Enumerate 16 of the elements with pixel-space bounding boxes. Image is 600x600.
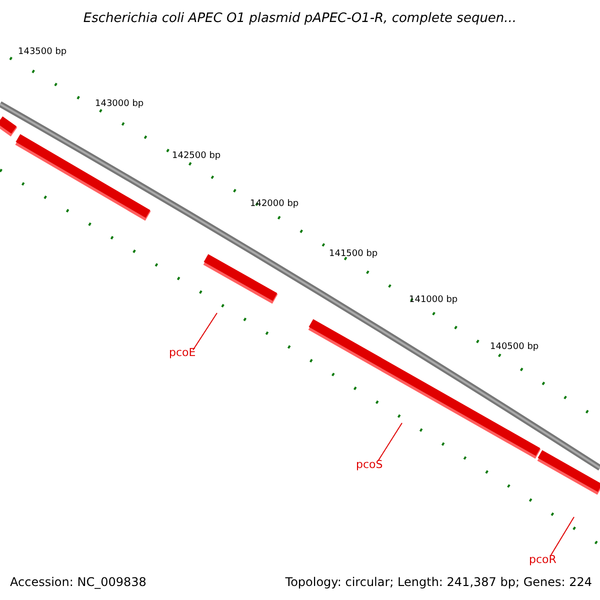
bp-tick-label: 141000 bp [409,296,458,305]
leader-line [378,422,402,462]
gene-label: pcoE [169,347,196,358]
gene-label: pcoS [356,459,383,470]
bp-tick-label: 143500 bp [18,48,67,57]
map-title: Escherichia coli APEC O1 plasmid pAPEC-O1-R, complete sequen... [82,12,518,25]
leader-line [550,516,574,556]
bp-tick-label: 142000 bp [250,200,299,209]
accession-text: Accession: NC_009838 [10,576,146,588]
summary-text: Topology: circular; Length: 241,387 bp; Genes: 224 [285,576,592,588]
gene-label: pcoR [529,554,556,565]
bp-tick-label: 143000 bp [95,100,144,109]
bp-tick-label: 142500 bp [172,152,221,161]
leader-line [192,312,218,350]
bp-tick-label: 140500 bp [490,343,539,352]
bp-tick-label: 141500 bp [329,250,378,259]
